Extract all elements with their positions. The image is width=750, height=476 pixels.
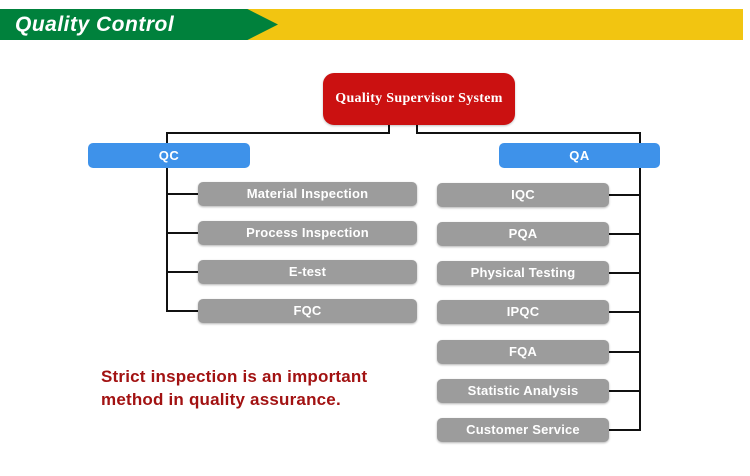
node-quality-supervisor-system: Quality Supervisor System	[323, 73, 515, 125]
connector-top-right	[416, 132, 641, 134]
connector-qa-stub-5	[609, 351, 641, 353]
connector-qc-stub-1	[167, 193, 198, 195]
connector-qc-stub-3	[167, 271, 198, 273]
note-text: Strict inspection is an important method…	[101, 365, 367, 411]
connector-qa-stub-6	[609, 390, 641, 392]
connector-root-drop-right	[416, 124, 418, 134]
connector-qc-vertical	[166, 132, 168, 312]
node-e-test: E-test	[198, 260, 417, 284]
node-statistic-analysis: Statistic Analysis	[437, 379, 609, 403]
banner-green-arrow	[0, 9, 278, 40]
node-qa: QA	[499, 143, 660, 168]
connector-qa-stub-3	[609, 272, 641, 274]
note-line-2: method in quality assurance.	[101, 390, 341, 409]
node-physical-testing: Physical Testing	[437, 261, 609, 285]
connector-qc-stub-4	[167, 310, 198, 312]
node-qc: QC	[88, 143, 250, 168]
node-iqc: IQC	[437, 183, 609, 207]
page-title: Quality Control	[15, 13, 175, 36]
connector-qa-stub-1	[609, 194, 641, 196]
connector-qa-vertical	[639, 132, 641, 431]
node-fqc: FQC	[198, 299, 417, 323]
connector-root-drop-left	[388, 124, 390, 134]
node-fqa: FQA	[437, 340, 609, 364]
header-banner: Quality Control	[0, 9, 750, 40]
connector-qa-stub-2	[609, 233, 641, 235]
connector-qa-stub-4	[609, 311, 641, 313]
node-pqa: PQA	[437, 222, 609, 246]
node-material-inspection: Material Inspection	[198, 182, 417, 206]
node-ipqc: IPQC	[437, 300, 609, 324]
node-customer-service: Customer Service	[437, 418, 609, 442]
connector-qc-stub-2	[167, 232, 198, 234]
node-process-inspection: Process Inspection	[198, 221, 417, 245]
note-line-1: Strict inspection is an important	[101, 367, 368, 386]
connector-top-left	[166, 132, 390, 134]
connector-qa-stub-7	[609, 429, 641, 431]
